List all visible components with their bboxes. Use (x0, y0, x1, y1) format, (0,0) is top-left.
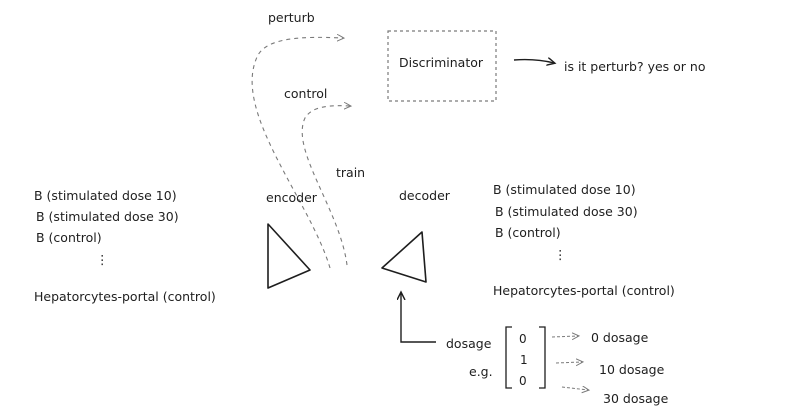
dosage-bracket-right (539, 326, 546, 389)
dosage-bracket-left (505, 326, 512, 389)
dosage-vector-2: 0 (519, 374, 527, 388)
right-list-ellipsis: ⋮ (554, 247, 567, 262)
right-list-item-2: B (stimulated dose 30) (495, 204, 638, 219)
left-list-last: Hepatorcytes-portal (control) (34, 289, 216, 304)
eg-label: e.g. (469, 364, 493, 379)
dosage-vector-1: 1 (520, 353, 528, 367)
dosage-arrow-30 (561, 387, 588, 390)
right-list-item-3: B (control) (495, 225, 561, 240)
dosage-arrow-10 (555, 362, 582, 363)
control-label: control (284, 86, 328, 101)
left-list-ellipsis: ⋮ (96, 252, 109, 267)
perturb-label: perturb (268, 10, 315, 25)
dosage-arrow-0 (551, 336, 578, 337)
dosage-vector-0: 0 (519, 332, 527, 346)
encoder-label: encoder (266, 190, 317, 205)
dosage-output-30: 30 dosage (603, 391, 669, 406)
right-list-item-1: B (stimulated dose 10) (493, 182, 636, 197)
decoder-label: decoder (399, 188, 450, 203)
decoder-shape (381, 231, 427, 283)
train-label: train (336, 165, 366, 180)
discriminator-box (387, 30, 497, 102)
perturb-curve (251, 37, 343, 269)
dosage-output-0: 0 dosage (591, 330, 649, 345)
question-label: is it perturb? yes or no (564, 59, 706, 74)
discriminator-output-arrow (513, 60, 554, 63)
control-curve (301, 106, 350, 266)
dosage-output-10: 10 dosage (599, 362, 665, 377)
left-list-item-2: B (stimulated dose 30) (36, 209, 179, 224)
dosage-label: dosage (446, 336, 492, 351)
right-list-last: Hepatorcytes-portal (control) (493, 283, 675, 298)
discriminator-label: Discriminator (399, 55, 484, 70)
dosage-arrow (401, 293, 436, 343)
left-list-item-3: B (control) (36, 230, 102, 245)
left-list-item-1: B (stimulated dose 10) (34, 188, 177, 203)
encoder-shape (267, 223, 311, 289)
